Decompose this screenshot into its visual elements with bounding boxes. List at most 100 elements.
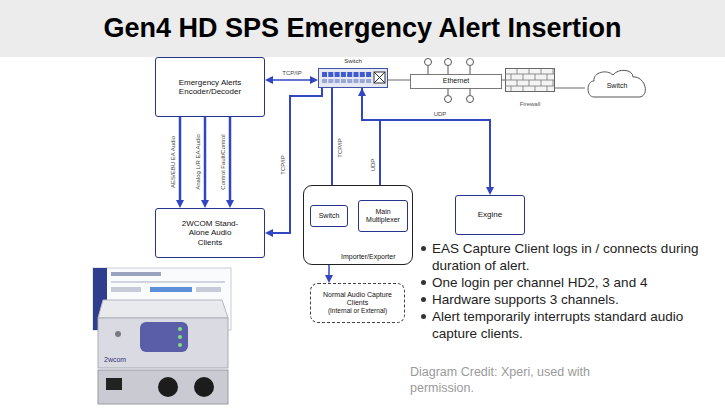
device-logo: 2wcom — [104, 356, 126, 364]
node-label: Emergency Alerts Encoder/Decoder — [170, 78, 250, 96]
bullet-note: One login per channel HD2, 3 and 4 — [432, 274, 714, 291]
tap-node — [467, 59, 474, 66]
bullet-dot — [421, 314, 426, 319]
device-panel — [140, 322, 188, 352]
firewall-icon — [505, 68, 555, 92]
status-led — [178, 327, 182, 331]
connector — [362, 92, 380, 200]
node-label: Switch — [344, 58, 362, 65]
firewall-wall — [506, 69, 555, 92]
switch-port — [322, 72, 327, 77]
switch-port — [354, 79, 359, 83]
node-label: Firewall — [520, 101, 541, 108]
xlr-connector — [158, 377, 178, 397]
ethernet-bus: Ethernet — [410, 74, 502, 89]
bullet-dot — [421, 297, 426, 302]
node-label: Importer/Exporter — [341, 253, 395, 261]
status-led — [178, 343, 182, 347]
switch-port — [360, 72, 365, 77]
connector — [204, 117, 207, 204]
cloud-outline — [588, 70, 645, 97]
device-front — [98, 318, 228, 368]
bullet-note: Alert temporarily interrupts standard au… — [432, 308, 714, 342]
device-rear — [98, 370, 228, 404]
tap-stem — [428, 66, 429, 74]
device-top — [98, 300, 228, 318]
tap-stem — [470, 89, 471, 95]
switch-port — [366, 72, 371, 77]
switch-port — [328, 72, 333, 77]
device-illustration — [93, 268, 231, 404]
tap-stem — [470, 66, 471, 74]
tap-node — [445, 59, 452, 66]
node-label: Ethernet — [443, 77, 469, 85]
tap-node — [445, 96, 452, 103]
switch-port — [347, 79, 352, 83]
switch-port — [335, 72, 340, 77]
brick-lines — [505, 68, 555, 92]
connector-label: TCP/IP — [337, 137, 344, 158]
switch-port — [341, 79, 346, 83]
screenshot-bar — [111, 281, 225, 283]
switch-port — [322, 79, 327, 83]
connector — [555, 88, 585, 89]
screenshot-bar — [111, 272, 161, 276]
connector-label: AES/EBU EA Audio — [170, 135, 177, 189]
connector-label: UDP — [370, 158, 377, 173]
node-label: Exgine — [478, 210, 502, 219]
switch-box: Switch — [310, 205, 348, 227]
audio-client-box: 2WCOM Stand-Alone Audio Clients — [155, 208, 265, 258]
connector-label: UDP — [433, 111, 448, 118]
node-label: Switch — [607, 82, 628, 90]
importer-exporter-group: Importer/Exporter Switch Main Multiplexer — [303, 185, 413, 265]
node-label: Main Multiplexer — [361, 208, 405, 224]
screenshot-meter — [150, 287, 192, 292]
node-label: 2WCOM Stand-Alone Audio Clients — [178, 219, 242, 247]
switch-port — [341, 72, 346, 77]
switch-body — [319, 69, 388, 88]
bullet-dot — [421, 280, 426, 285]
network-port — [106, 378, 122, 390]
tap-node — [467, 96, 474, 103]
title: Gen4 HD SPS Emergency Alert Insertion — [0, 12, 725, 44]
connector-label: Analog L/R EA Audio — [195, 133, 202, 191]
screenshot-bar — [111, 287, 141, 292]
connector — [502, 80, 505, 81]
connector — [388, 80, 410, 81]
status-led — [178, 335, 182, 339]
headphone-jack — [115, 331, 121, 337]
connector — [362, 88, 490, 191]
network-cloud: Switch — [585, 68, 649, 100]
connector — [229, 117, 232, 204]
firewall: Firewall — [505, 68, 555, 108]
node-label: Normal Audio Capture Clients — [315, 291, 400, 307]
connector-label: TCP/IP — [281, 70, 302, 77]
switch-port — [347, 72, 352, 77]
node-label: (Internal or External) — [328, 307, 387, 314]
bullet-note: EAS Capture Client logs in / connects du… — [432, 240, 714, 274]
network-switch: Switch — [318, 58, 388, 88]
encoder-box: Emergency Alerts Encoder/Decoder — [155, 57, 265, 117]
bullet-dot — [421, 246, 426, 251]
screenshot-bar — [196, 287, 221, 292]
switch-port — [354, 72, 359, 77]
node-label: Switch — [319, 212, 340, 220]
switch-port — [360, 79, 365, 83]
credit-note: Diagram Credit: Xperi, used with permiss… — [410, 364, 625, 396]
uplink-box — [374, 72, 385, 83]
tap-stem — [448, 89, 449, 95]
bullet-note: Hardware supports 3 channels. — [432, 291, 714, 308]
switch-port — [328, 79, 333, 83]
switch-icon — [318, 68, 388, 88]
connector-label: TCP/IP — [280, 154, 287, 175]
uplink-cross — [374, 72, 385, 83]
connector — [269, 79, 314, 81]
xlr-connector — [194, 377, 214, 397]
connector-label: Control Fault/Control — [220, 133, 227, 190]
multiplexer-box: Main Multiplexer — [358, 200, 408, 232]
exgine-box: Exgine — [455, 195, 525, 235]
tap-stem — [448, 66, 449, 74]
tap-node — [425, 59, 432, 66]
